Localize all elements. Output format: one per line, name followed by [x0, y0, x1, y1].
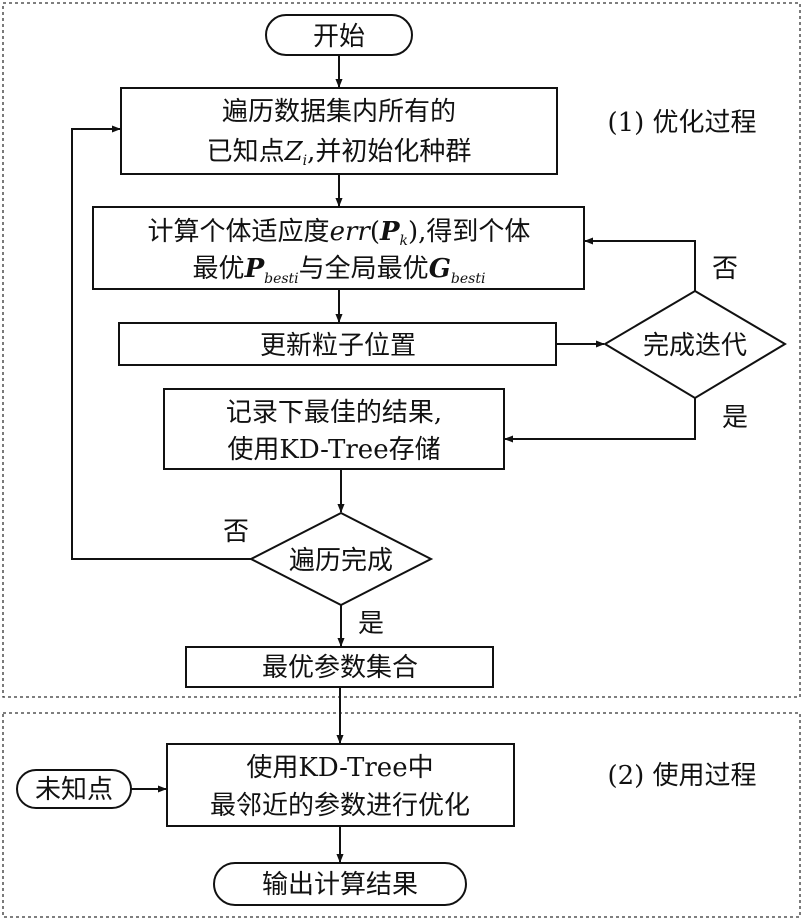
- iter-no-label: 否: [712, 254, 738, 284]
- arrow-iter-no-loop: [584, 237, 696, 291]
- update-label: 更新粒子位置: [260, 331, 416, 361]
- start-label: 开始: [313, 22, 365, 52]
- traverse-yes-label: 是: [358, 609, 384, 639]
- traverse-line1: 遍历数据集内所有的: [222, 97, 456, 127]
- section-optimization-label: (1) 优化过程: [607, 108, 756, 138]
- traverse-done-label: 遍历完成: [289, 546, 393, 576]
- unknown-label: 未知点: [35, 775, 113, 805]
- fitness-line1: 计算个体适应度err(Pk),得到个体: [148, 217, 531, 249]
- output-label: 输出计算结果: [262, 870, 418, 900]
- output-node: [213, 862, 467, 906]
- traverse-line2: 已知点Zi,并初始化种群: [207, 137, 472, 169]
- iter-done-label: 完成迭代: [643, 331, 747, 361]
- use-line1: 使用KD-Tree中: [246, 753, 433, 783]
- record-line1: 记录下最佳的结果,: [226, 398, 442, 428]
- fitness-line2: 最优Pbesti与全局最优Gbesti: [193, 254, 486, 287]
- record-box: [163, 388, 505, 470]
- use-line2: 最邻近的参数进行优化: [210, 791, 470, 821]
- arrow-traverse-no-loop: [71, 125, 251, 560]
- optimization-frame: [2, 2, 801, 698]
- iter-yes-label: 是: [722, 403, 748, 433]
- record-line2: 使用KD-Tree存储: [227, 435, 440, 465]
- optimal-set-label: 最优参数集合: [262, 653, 418, 683]
- section-usage-label: (2) 使用过程: [607, 761, 756, 791]
- traverse-box: [120, 87, 558, 175]
- usage-frame: [2, 712, 801, 918]
- arrow-iter-yes-to-record: [504, 398, 696, 443]
- fitness-box: [92, 206, 585, 290]
- traverse-no-label: 否: [223, 517, 249, 547]
